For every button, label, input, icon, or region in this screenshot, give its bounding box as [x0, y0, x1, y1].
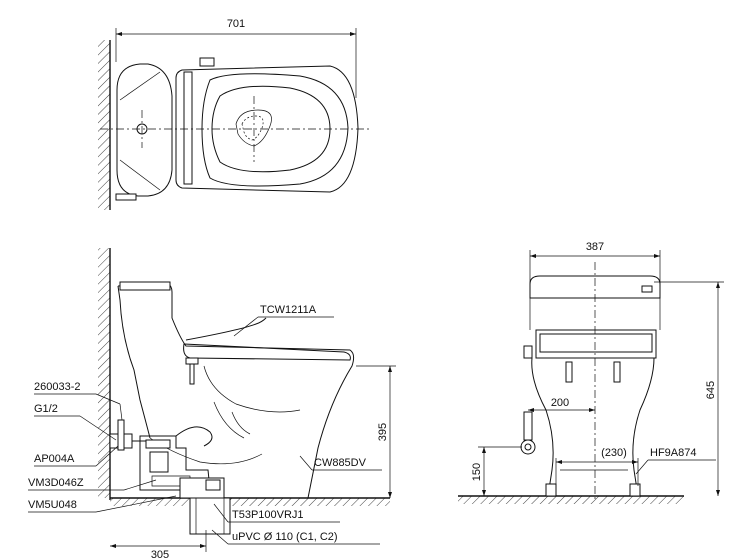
label-seat: TCW1211A	[260, 304, 317, 316]
side-wall-hatch	[98, 248, 110, 498]
front-floor-hatch	[458, 496, 684, 504]
label-pipe: uPVC Ø 110 (C1, C2)	[232, 531, 338, 543]
label-valve: AP004A	[34, 453, 75, 465]
dim-front-center: (230)	[601, 447, 627, 459]
dim-side-depth: 305	[151, 549, 169, 560]
label-adapter: VM3D046Z	[28, 477, 84, 489]
dim-front-width: 387	[586, 241, 604, 253]
side-view: 395 305 TCW1211A CW885DV 260033-2 G1/2 A…	[28, 248, 396, 560]
front-view: 387 200 (230)	[458, 241, 724, 504]
dim-front-offset: 200	[551, 397, 569, 409]
label-thread: G1/2	[34, 403, 58, 415]
dim-top-width: 701	[227, 18, 245, 30]
label-bowl: CW885DV	[314, 457, 367, 469]
dim-front-height: 645	[705, 381, 717, 399]
top-wall-hatch	[98, 40, 110, 210]
dim-front-supply-height: 150	[471, 463, 483, 481]
label-hose: 260033-2	[34, 381, 81, 393]
dim-side-height: 395	[377, 423, 389, 441]
label-front-valve: HF9A874	[650, 447, 696, 459]
label-flange: VM5U048	[28, 499, 77, 511]
side-floor-hatch	[110, 498, 390, 506]
top-view: 701	[98, 18, 372, 210]
label-outlet: T53P100VRJ1	[232, 509, 304, 521]
